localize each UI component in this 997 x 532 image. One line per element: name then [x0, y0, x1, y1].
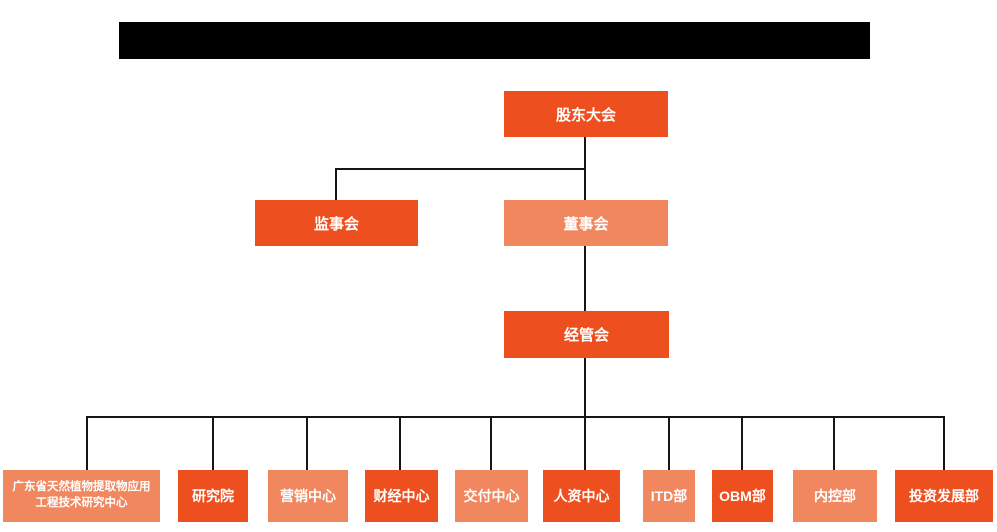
org-node-delivery-center: 交付中心 [455, 470, 528, 522]
connector-line [943, 416, 945, 470]
org-node-internal-control-department: 内控部 [793, 470, 877, 522]
org-node-label: 内控部 [814, 488, 856, 504]
connector-line [306, 416, 308, 470]
org-node-label: ITD部 [650, 488, 688, 504]
org-node-itd-department: ITD部 [643, 470, 695, 522]
connector-line [490, 416, 492, 470]
org-node-shareholders-meeting: 股东大会 [504, 91, 668, 137]
org-node-hr-center: 人资中心 [543, 470, 620, 522]
connector-line [212, 416, 214, 470]
org-node-finance-center: 财经中心 [365, 470, 438, 522]
connector-line [584, 246, 586, 311]
org-node-obm-department: OBM部 [712, 470, 773, 522]
org-node-label: 股东大会 [555, 106, 616, 124]
org-node-label: 董事会 [563, 215, 609, 233]
org-node-supervisory-board: 监事会 [255, 200, 418, 246]
org-node-research-institute: 研究院 [178, 470, 248, 522]
org-node-marketing-center: 营销中心 [268, 470, 348, 522]
org-node-label: 研究院 [192, 488, 234, 504]
org-node-label: 交付中心 [463, 488, 520, 504]
org-node-label: 营销中心 [280, 488, 336, 504]
org-node-label: 财经中心 [373, 488, 430, 504]
connector-line [584, 358, 586, 470]
org-node-management-committee: 经管会 [504, 311, 669, 358]
connector-line [335, 168, 337, 200]
connector-line [335, 168, 586, 170]
org-node-label: 经管会 [563, 327, 609, 344]
connector-line [741, 416, 743, 470]
org-node-research-center: 广东省天然植物提取物应用工程技术研究中心 [3, 470, 160, 522]
org-node-label: OBM部 [719, 488, 766, 504]
redacted-title-bar [119, 22, 870, 59]
connector-line [86, 416, 945, 418]
connector-line [833, 416, 835, 470]
connector-line [86, 416, 88, 470]
org-node-label: 投资发展部 [909, 488, 979, 504]
connector-line [399, 416, 401, 470]
org-node-label: 人资中心 [553, 488, 610, 504]
org-node-label: 监事会 [313, 215, 359, 233]
org-node-label: 广东省天然植物提取物应用工程技术研究中心 [12, 481, 151, 509]
org-node-board-of-directors: 董事会 [504, 200, 668, 246]
org-node-investment-development-department: 投资发展部 [895, 470, 993, 522]
connector-line [668, 416, 670, 470]
